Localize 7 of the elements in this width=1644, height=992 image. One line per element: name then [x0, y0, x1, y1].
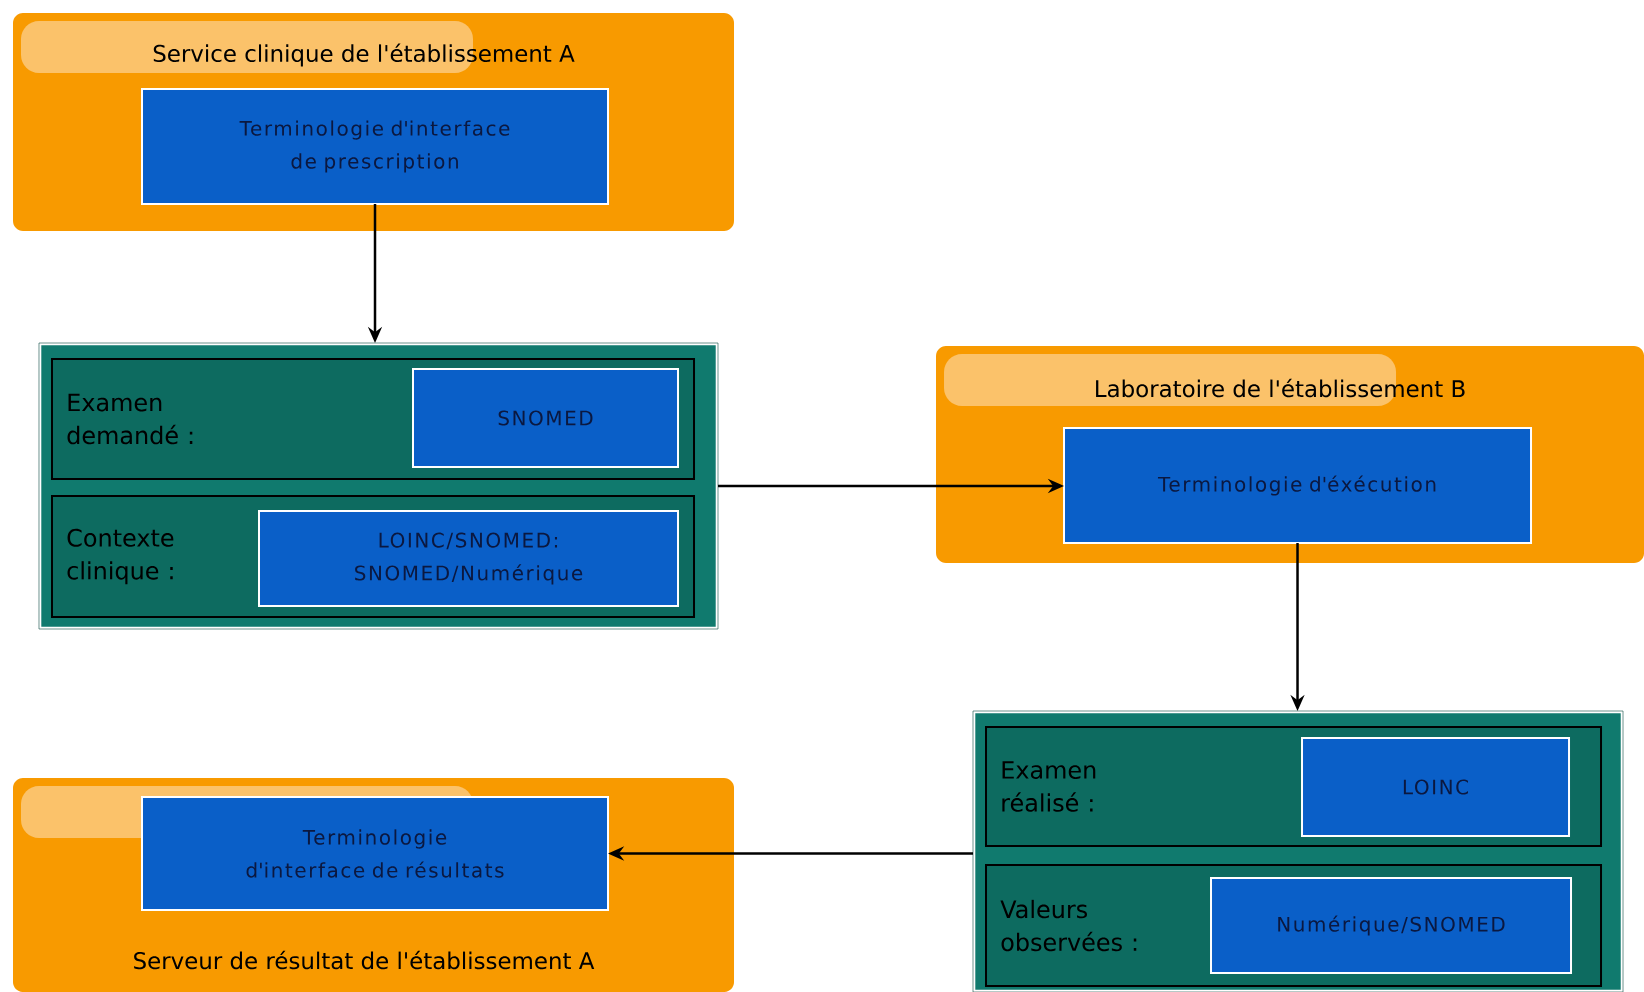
terminology-box: Terminologie d'éxécution: [1063, 427, 1532, 544]
terminology-box: SNOMED: [412, 368, 679, 468]
terminology-box: LOINC: [1301, 737, 1570, 837]
terminology-box: Numérique/SNOMED: [1210, 877, 1572, 974]
terminology-box: LOINC/SNOMED: SNOMED/Numérique: [258, 510, 679, 607]
terminology-box: Terminologie d'interface de résultats: [141, 796, 609, 911]
terminology-box: Terminologie d'interface de prescription: [141, 88, 609, 205]
